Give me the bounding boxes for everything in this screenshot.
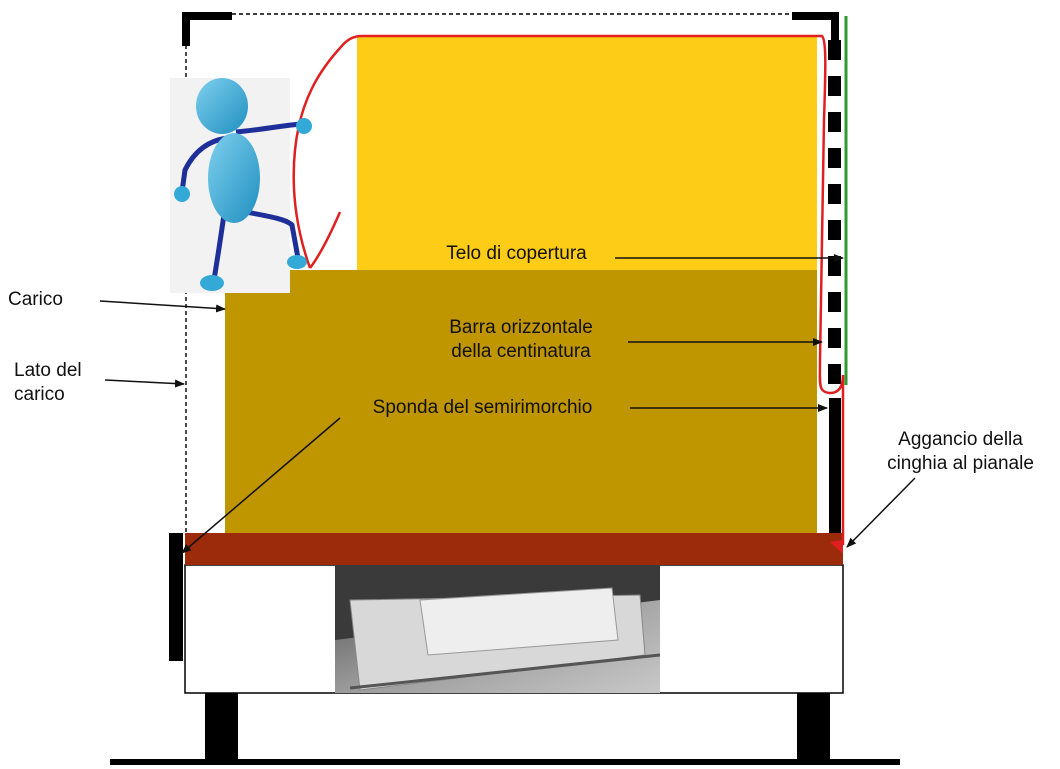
label-lato-del-carico-line2: carico bbox=[14, 384, 65, 405]
label-aggancio-line2: cinghia al pianale bbox=[887, 453, 1034, 474]
label-carico: Carico bbox=[8, 289, 63, 310]
top-right-bracket bbox=[792, 12, 839, 40]
right-post-segment bbox=[828, 184, 841, 204]
arrow-sponda-left bbox=[181, 417, 341, 554]
right-frame-post bbox=[828, 40, 841, 384]
ground-line bbox=[110, 759, 900, 765]
left-post bbox=[169, 533, 183, 661]
arrow-aggancio bbox=[846, 477, 916, 548]
underbody-photo bbox=[335, 565, 661, 693]
right-support bbox=[797, 693, 830, 759]
upper-load bbox=[357, 36, 817, 270]
right-post-segment bbox=[828, 292, 841, 312]
tarp-line-end bbox=[830, 540, 843, 554]
worker-figure bbox=[170, 78, 312, 293]
right-post-segment bbox=[828, 148, 841, 168]
arrow-carico bbox=[99, 300, 226, 313]
right-post-segment bbox=[828, 364, 841, 384]
right-post-segment bbox=[828, 328, 841, 348]
tarp-line bbox=[292, 34, 845, 545]
right-post-segment bbox=[828, 112, 841, 132]
top-left-bracket bbox=[182, 12, 232, 46]
trailer-deck bbox=[185, 533, 843, 565]
right-side-post bbox=[829, 398, 841, 533]
label-barra-line2: della centinatura bbox=[451, 341, 591, 362]
right-post-segment bbox=[828, 256, 841, 276]
lower-load bbox=[225, 270, 817, 533]
tarp-line-hook bbox=[309, 211, 342, 269]
label-barra-line1: Barra orizzontale bbox=[449, 317, 593, 338]
right-post-segment bbox=[828, 220, 841, 240]
right-post-segment bbox=[828, 76, 841, 96]
label-sponda: Sponda del semirimorchio bbox=[372, 397, 593, 418]
right-post-segment bbox=[828, 40, 841, 60]
label-lato-del-carico-line1: Lato del bbox=[14, 360, 82, 381]
arrow-lato bbox=[104, 379, 185, 388]
label-aggancio-line1: Aggancio della bbox=[898, 429, 1023, 450]
label-telo-di-copertura: Telo di copertura bbox=[424, 242, 609, 266]
left-support bbox=[205, 693, 238, 759]
